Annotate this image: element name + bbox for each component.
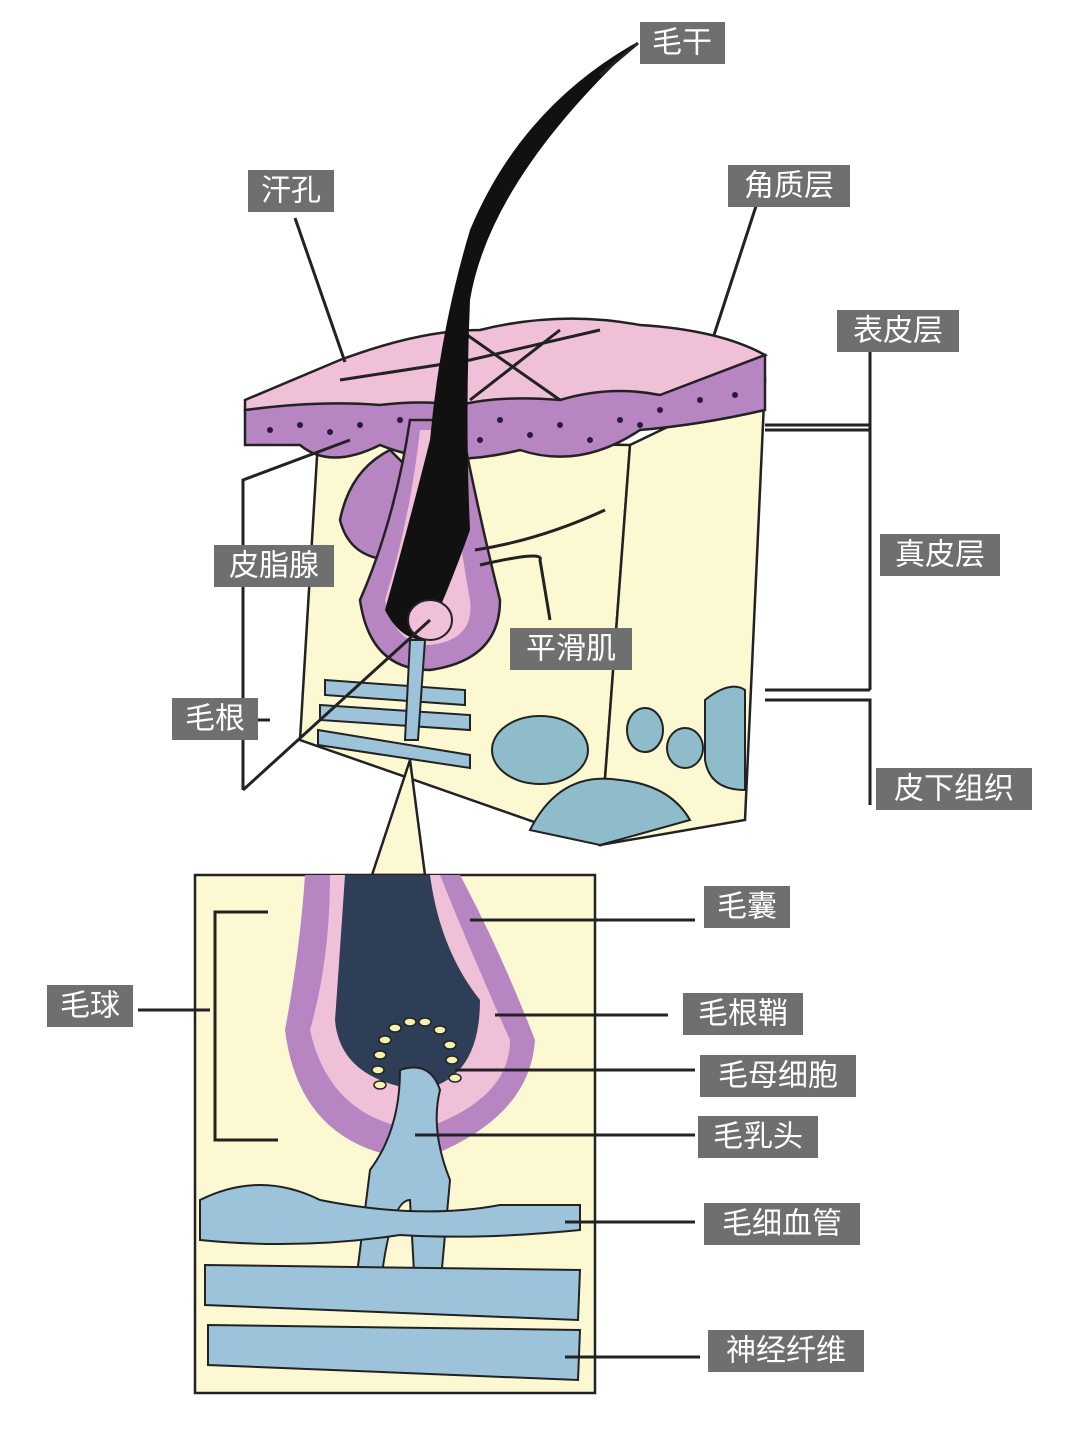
- svg-text:神经纤维: 神经纤维: [726, 1334, 846, 1369]
- svg-text:皮下组织: 皮下组织: [894, 772, 1014, 807]
- label-epidermis: 表皮层: [837, 310, 959, 352]
- svg-text:皮脂腺: 皮脂腺: [229, 549, 319, 584]
- hair-shaft: [385, 42, 638, 640]
- svg-text:平滑肌: 平滑肌: [526, 632, 616, 667]
- label-hair-shaft: 毛干: [640, 22, 725, 64]
- svg-text:毛根: 毛根: [185, 702, 245, 737]
- leader-lines: [138, 41, 872, 1359]
- label-matrix-cells: 毛母细胞: [700, 1055, 856, 1097]
- inset-vessels: [199, 1066, 582, 1382]
- svg-text:毛球: 毛球: [60, 989, 120, 1024]
- label-stratum-corneum: 角质层: [728, 165, 850, 207]
- label-hair-follicle: 毛囊: [704, 886, 790, 928]
- hair-bulb-bracket: [213, 910, 278, 1142]
- label-smooth-muscle: 平滑肌: [510, 628, 632, 670]
- label-hair-root: 毛根: [172, 698, 258, 740]
- smooth-muscle: [474, 508, 606, 621]
- label-capillaries: 毛细血管: [704, 1203, 860, 1245]
- svg-text:毛母细胞: 毛母细胞: [718, 1059, 838, 1094]
- svg-text:毛根鞘: 毛根鞘: [698, 997, 788, 1032]
- svg-text:表皮层: 表皮层: [853, 314, 943, 349]
- skin-block: [243, 42, 768, 847]
- vessels: [317, 639, 471, 770]
- label-root-sheath: 毛根鞘: [683, 993, 803, 1035]
- svg-text:毛乳头: 毛乳头: [713, 1120, 803, 1155]
- svg-text:汗孔: 汗孔: [261, 174, 321, 209]
- svg-text:角质层: 角质层: [744, 169, 834, 204]
- label-sweat-pore: 汗孔: [248, 170, 334, 212]
- svg-text:真皮层: 真皮层: [895, 538, 985, 573]
- svg-text:毛囊: 毛囊: [717, 890, 777, 925]
- epidermis-layer: [243, 353, 767, 461]
- inset-follicle: [193, 759, 597, 1395]
- svg-text:毛干: 毛干: [652, 26, 712, 61]
- label-dermal-papilla: 毛乳头: [698, 1116, 818, 1158]
- svg-text:毛细血管: 毛细血管: [722, 1207, 842, 1242]
- label-sebaceous-gland: 皮脂腺: [214, 545, 334, 587]
- label-nerve-fibers: 神经纤维: [708, 1330, 864, 1372]
- label-hair-bulb: 毛球: [47, 985, 133, 1027]
- epidermis-dots: [267, 392, 738, 443]
- label-subcutaneous: 皮下组织: [876, 768, 1032, 810]
- subcutaneous-fat: [491, 685, 746, 847]
- stratum-corneum: [243, 317, 768, 412]
- label-dermis: 真皮层: [880, 534, 1000, 576]
